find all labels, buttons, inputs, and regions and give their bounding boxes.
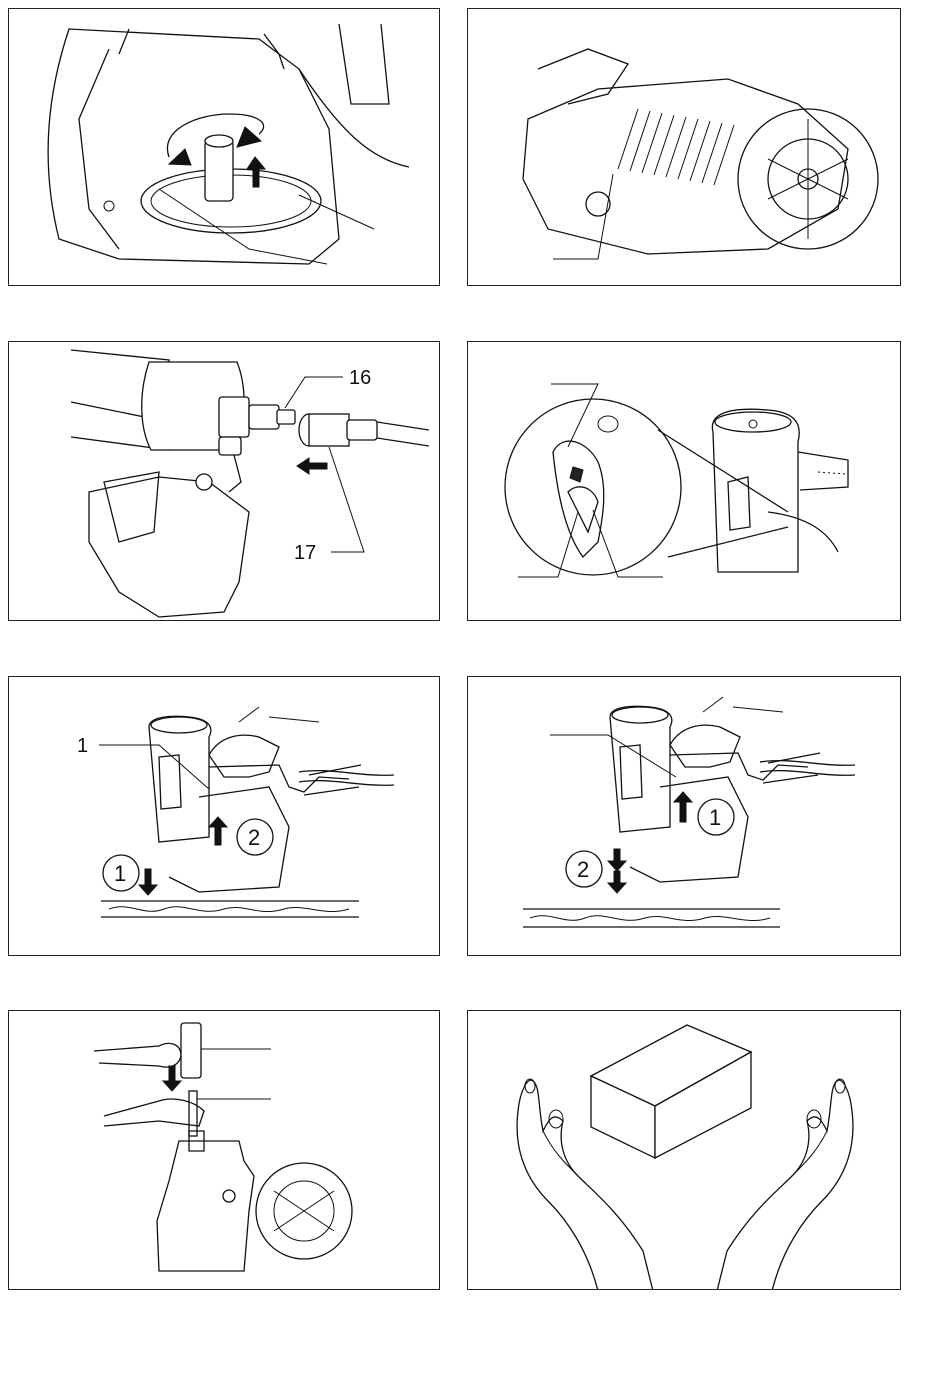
air-fitting-illustration: 16 17 <box>9 342 440 621</box>
magazine-spindle-illustration <box>9 9 440 286</box>
step-1-label: 1 <box>709 805 721 830</box>
step-1-label: 1 <box>114 861 126 886</box>
callout-16: 16 <box>349 367 371 389</box>
figure-panel-2 <box>467 8 901 286</box>
lever-detail-illustration <box>468 342 901 621</box>
nail-coil <box>618 109 734 185</box>
operation-sequence-a-illustration: 1 1 2 <box>9 677 440 956</box>
box <box>591 1025 751 1158</box>
callout-17: 17 <box>294 542 316 564</box>
pin-punch <box>189 1091 197 1136</box>
figure-panel-1 <box>8 8 440 286</box>
callout-1: 1 <box>77 735 88 757</box>
figure-panel-4 <box>467 341 901 621</box>
hammer-head <box>181 1023 201 1078</box>
step-2-label: 2 <box>577 857 589 882</box>
hammer-and-punch-illustration <box>9 1011 440 1290</box>
operation-sequence-b-illustration: 1 2 <box>468 677 901 956</box>
figure-panel-8 <box>467 1010 901 1290</box>
handle-with-care-illustration <box>468 1011 901 1290</box>
figure-panel-7 <box>8 1010 440 1290</box>
figure-panel-6: 1 2 <box>467 676 901 956</box>
step-2-label: 2 <box>248 825 260 850</box>
figure-panel-5: 1 1 2 <box>8 676 440 956</box>
figure-panel-3: 16 17 <box>8 341 440 621</box>
coil-in-magazine-illustration <box>468 9 901 286</box>
